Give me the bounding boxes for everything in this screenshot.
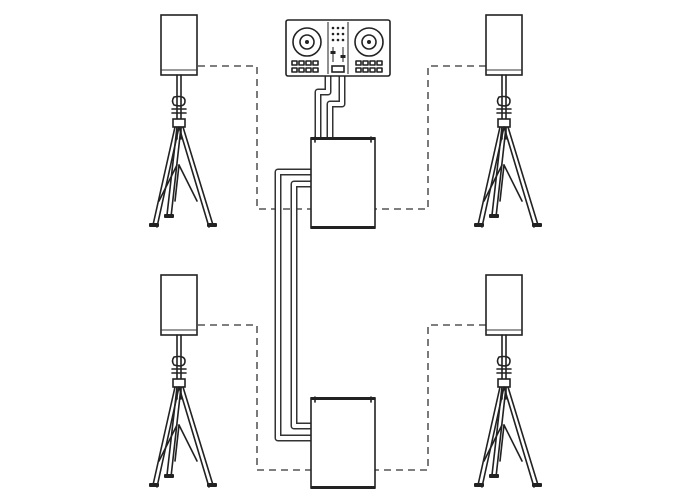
- speaker-top-right: [473, 14, 543, 228]
- subwoofer-icon: [310, 136, 376, 230]
- speaker-top-left: [148, 14, 218, 228]
- speaker-on-stand-icon: [148, 14, 218, 228]
- link-top-left: [198, 65, 311, 210]
- speaker-on-stand-icon: [148, 274, 218, 488]
- speaker-bottom-left: [148, 274, 218, 488]
- subwoofer-icon: [310, 396, 376, 490]
- link-bottom-right: [373, 324, 486, 471]
- speaker-on-stand-icon: [473, 274, 543, 488]
- link-bottom-left: [198, 324, 311, 471]
- speaker-on-stand-icon: [473, 14, 543, 228]
- subwoofer-top: [310, 136, 376, 230]
- solid-cables: [274, 76, 346, 442]
- dashed-speaker-links: [198, 65, 486, 471]
- subwoofer-bottom: [310, 396, 376, 490]
- dj-controller-icon: [285, 19, 391, 77]
- link-top-right: [373, 65, 486, 210]
- speaker-bottom-right: [473, 274, 543, 488]
